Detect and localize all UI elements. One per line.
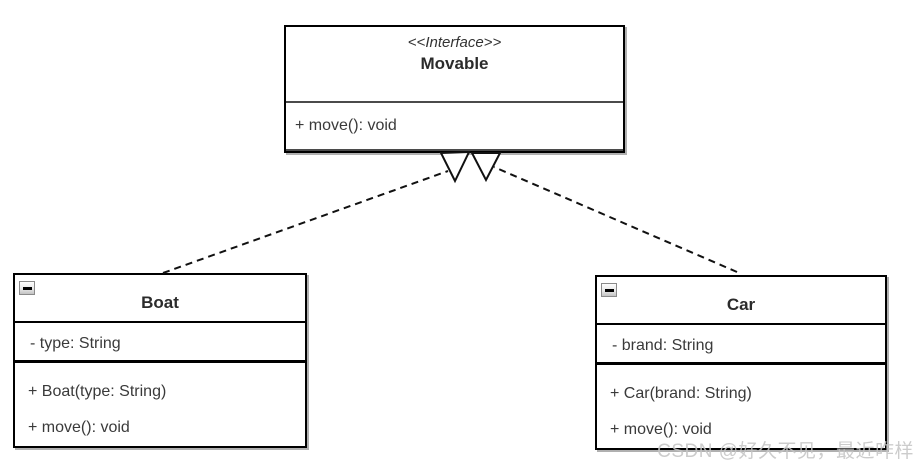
class-box-car: Car - brand: String + Car(brand: String)… <box>595 275 887 450</box>
class-box-movable: <<Interface>> Movable + move(): void <box>284 25 625 153</box>
movable-header: <<Interface>> Movable <box>286 27 623 101</box>
method-item: + move(): void <box>28 419 130 436</box>
movable-empty-compartment <box>286 149 623 151</box>
method-item: + Boat(type: String) <box>28 383 167 400</box>
csdn-watermark: CSDN @好久不见，最近咋样 <box>657 441 914 462</box>
car-collapse-button[interactable] <box>601 283 617 297</box>
minus-icon <box>604 288 614 292</box>
attribute-item: - brand: String <box>612 336 714 354</box>
movable-methods-compartment: + move(): void <box>286 101 623 149</box>
method-item: + move(): void <box>610 421 712 438</box>
class-box-boat: Boat - type: String + Boat(type: String)… <box>13 273 307 448</box>
boat-attributes-compartment: - type: String <box>15 321 305 360</box>
boat-header: Boat <box>15 275 305 321</box>
hollow-triangle-arrowhead-boat <box>439 150 471 184</box>
car-attributes-compartment: - brand: String <box>597 323 885 362</box>
interface-stereotype: <<Interface>> <box>407 34 502 51</box>
class-name-boat: Boat <box>141 293 179 312</box>
class-name-movable: Movable <box>420 54 489 73</box>
realization-line-car <box>493 166 738 273</box>
car-header: Car <box>597 277 885 323</box>
method-item: + move(): void <box>295 117 397 135</box>
boat-collapse-button[interactable] <box>19 281 35 295</box>
realization-line-boat <box>162 170 449 274</box>
minus-icon <box>22 286 32 290</box>
method-item: + Car(brand: String) <box>610 385 752 402</box>
class-name-car: Car <box>726 295 756 314</box>
attribute-item: - type: String <box>30 334 121 352</box>
car-methods-compartment: + Car(brand: String) + move(): void <box>597 362 885 448</box>
hollow-triangle-arrowhead-car <box>470 152 502 183</box>
boat-methods-compartment: + Boat(type: String) + move(): void <box>15 360 305 446</box>
